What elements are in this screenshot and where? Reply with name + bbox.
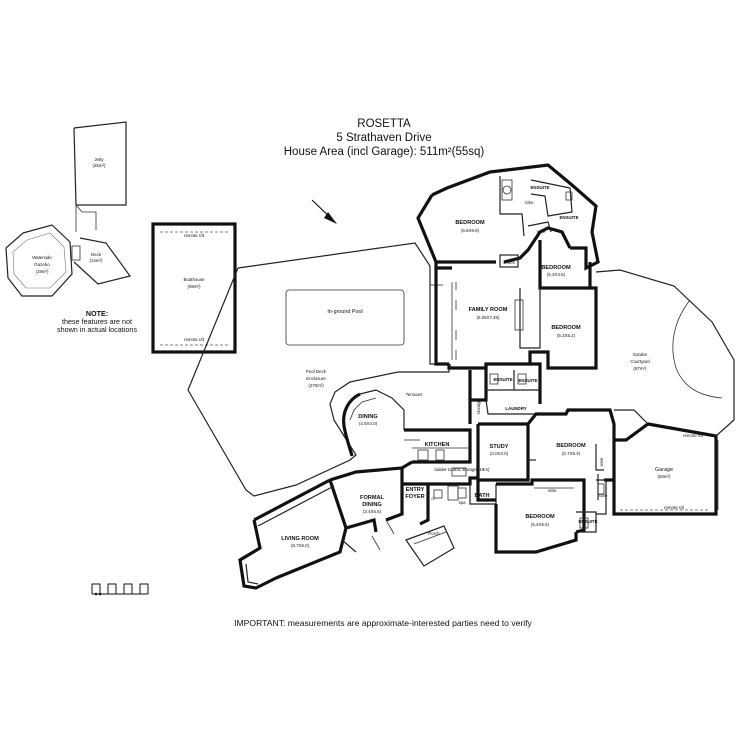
bedroom-2-label: BEDROOM (541, 265, 571, 271)
note-heading: NOTE: (86, 309, 108, 318)
courtyard-label-1: Garden (633, 352, 648, 357)
laundry-label: LAUNDRY (505, 406, 526, 411)
boathouse (151, 222, 237, 354)
plan-title: ROSETTA (357, 118, 411, 130)
garage-door-top: remote r/d (683, 433, 704, 438)
entry-label-2: FOYER (405, 494, 424, 500)
ensuite-4-label: ENSUITE (518, 378, 537, 383)
gazebo-label-1: Waterside (32, 255, 52, 260)
robe-label-5: robe (548, 488, 557, 493)
scale-bar (91, 583, 149, 596)
south-wing (328, 460, 597, 567)
disclaimer-text: IMPORTANT: measurements are approximate-… (234, 618, 532, 628)
garage-area: (53m²) (658, 474, 671, 479)
bedroom-5-label: BEDROOM (525, 514, 555, 520)
garden-courtyard (595, 269, 735, 437)
kitchen-label: KITCHEN (425, 442, 450, 448)
family-room-dims: (5.25X7.45) (477, 315, 500, 320)
spa-label: spa (458, 500, 466, 505)
plan-address: 5 Strathaven Drive (336, 132, 431, 144)
garage-door-bottom: remote r/d (664, 505, 685, 510)
cl-label: cl (431, 496, 434, 501)
jetty-label: Jetty (94, 157, 104, 162)
ensuite-5-label: ENSUITE (578, 519, 597, 524)
porch-label: Porch (428, 531, 440, 536)
bedroom-3-dims: (5.2X5.2) (557, 333, 576, 338)
note-line-2: shown in actual locations (57, 325, 137, 334)
robe-label-4: robe (599, 493, 608, 498)
pool-deck-area: (270m²) (308, 383, 324, 388)
dining-label: DINING (358, 414, 378, 420)
study-dims: (3.0X3.0) (490, 451, 509, 456)
deck-label: Deck (91, 252, 102, 257)
robe-label-2: robe (537, 229, 546, 234)
boathouse-area: (59m²) (188, 284, 201, 289)
gazebo-outline (5, 224, 73, 297)
bedroom-1-label: BEDROOM (455, 220, 485, 226)
jetty-area: (25m²) (93, 163, 106, 168)
boathouse-label: Boathouse (184, 277, 206, 282)
living-room-walls (238, 478, 395, 590)
shoes-label: shoes (503, 260, 516, 265)
ensuite-1-label: ENSUITE (530, 185, 549, 190)
storage-label: storage (476, 399, 481, 414)
plan-area: House Area (incl Garage): 511m²(55sq) (284, 146, 485, 158)
deck-area: (14m²) (90, 258, 103, 263)
entry-label-1: ENTRY (406, 487, 425, 493)
formal-dining-label-2: DINING (362, 502, 382, 508)
gazebo-area: (19m²) (36, 269, 49, 274)
robe-label-3: robe (599, 457, 604, 466)
formal-dining-dims: (3.4X6.6) (363, 509, 382, 514)
pool-label: In-ground Pool (327, 309, 362, 315)
living-room-dims: (8.7X6.0) (291, 543, 310, 548)
study-label: STUDY (490, 444, 509, 450)
dining-dims: (4.5X4.0) (359, 421, 378, 426)
note-line-1: these features are not (62, 317, 132, 326)
east-wing (476, 408, 719, 516)
pool-outline (285, 289, 405, 346)
gazebo-label-2: Gazebo (34, 262, 50, 267)
jetty-group (5, 121, 132, 297)
bedroom-4-label: BEDROOM (556, 443, 586, 449)
courtyard-area: (87m²) (634, 366, 647, 371)
bedroom-3-label: BEDROOM (551, 325, 581, 331)
bedroom-1-dims: (6.6X6.9) (461, 228, 480, 233)
upper-wing (416, 163, 600, 370)
service-block (468, 362, 542, 424)
family-room-label: FAMILY ROOM (469, 307, 508, 313)
attic-ladder-label: ladder to attic storage (18m) (435, 467, 490, 472)
pool-deck-label-1: Pool Deck (306, 369, 327, 374)
formal-dining-label-1: FORMAL (360, 495, 385, 501)
garage-label: Garage (655, 467, 673, 473)
bedroom-5-dims: (5.4X5.5) (531, 522, 550, 527)
boathouse-door-bottom: remote r/d (184, 337, 205, 342)
living-room-label: LIVING ROOM (281, 536, 319, 542)
pool-deck-label-2: Enclosure (306, 376, 326, 381)
bedroom-4-dims: (5.7X5.3) (562, 451, 581, 456)
ensuite-3-label: ENSUITE (493, 377, 512, 382)
dining-kitchen (342, 389, 472, 464)
north-arrow-icon (311, 199, 337, 224)
bedroom-2-dims: (5.2X4.5) (547, 272, 566, 277)
ensuite-2-label: ENSUITE (559, 215, 578, 220)
courtyard-label-2: Courtyard (630, 359, 650, 364)
terraces-label: Terraces (406, 392, 424, 397)
bath-label: BATH (474, 493, 489, 499)
robe-label-1: robe (525, 200, 534, 205)
boathouse-door-top: remote r/d (184, 233, 205, 238)
